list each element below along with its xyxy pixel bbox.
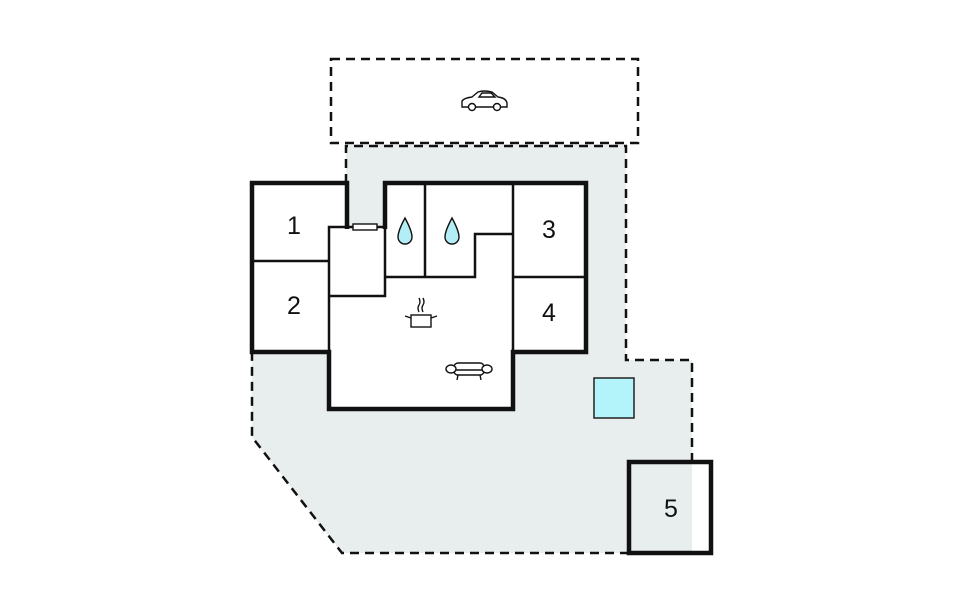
house-outer-wall (249, 180, 589, 412)
pool-icon (593, 377, 635, 419)
interior-walls (252, 183, 586, 352)
room-1-label: 1 (287, 212, 301, 240)
room-5-label: 5 (664, 495, 678, 523)
cooking-pot-icon (404, 297, 438, 328)
terrace-boundary (344, 144, 694, 462)
water-drop-icon (444, 216, 460, 245)
sofa-icon (445, 362, 493, 381)
room-2-label: 2 (287, 292, 301, 320)
parking-area (329, 57, 640, 145)
terrace-boundary-lower (250, 352, 629, 555)
room-4-label: 4 (542, 299, 556, 327)
window-icon (352, 223, 378, 231)
car-icon (461, 90, 508, 112)
room-5 (626, 459, 714, 556)
room-3-label: 3 (542, 216, 556, 244)
water-drop-icon (397, 216, 413, 245)
